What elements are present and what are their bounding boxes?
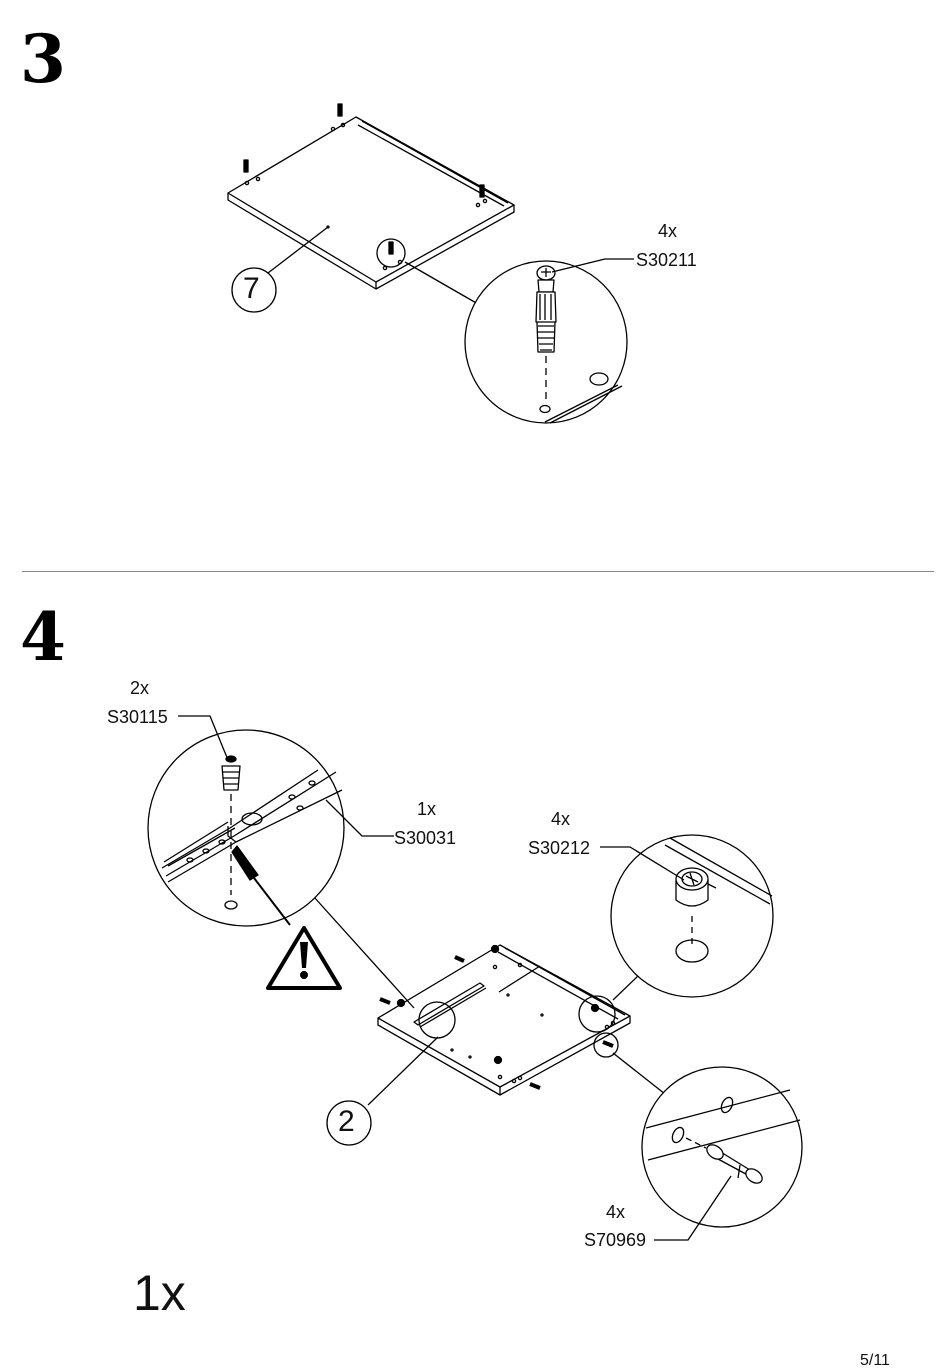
dowel-icon <box>379 955 614 1090</box>
part-callout-7 <box>231 267 277 313</box>
detail-view-cam-bolt <box>464 258 634 424</box>
step-divider <box>22 571 934 572</box>
detail-view-slide-rail <box>147 715 394 927</box>
cam-bolt-icon <box>243 103 485 255</box>
panel-2-drawing <box>313 896 666 1106</box>
dowel-pin-icon <box>706 1144 763 1184</box>
hardware-count: 4x <box>606 1202 626 1222</box>
hardware-count: 4x <box>551 809 571 829</box>
part-callout-2-label: 2 <box>338 1105 355 1138</box>
hardware-code: S30115 <box>107 707 168 727</box>
assembly-quantity: 1x <box>133 1265 186 1321</box>
screw-icon <box>221 755 241 791</box>
detail-view-wooden-dowel <box>641 1066 803 1241</box>
hardware-count: 1x <box>417 799 437 819</box>
hardware-code: S30212 <box>528 838 591 858</box>
page-number: 5/11 <box>860 1352 890 1369</box>
warning-triangle-icon <box>266 926 342 990</box>
step-4-number: 4 <box>20 598 66 676</box>
part-callout-7-label: 7 <box>243 272 260 305</box>
cam-lock-icon <box>675 867 717 907</box>
detail-view-cam-lock <box>600 834 774 998</box>
step-3-number: 3 <box>20 20 66 98</box>
part-callout-2 <box>326 1100 372 1146</box>
hardware-count: 4x <box>658 221 678 241</box>
panel-7-drawing <box>227 103 515 305</box>
hardware-count: 2x <box>130 678 150 698</box>
hardware-code: S70969 <box>584 1230 647 1250</box>
hardware-code: S30211 <box>636 250 697 270</box>
hardware-code: S30031 <box>394 828 457 848</box>
